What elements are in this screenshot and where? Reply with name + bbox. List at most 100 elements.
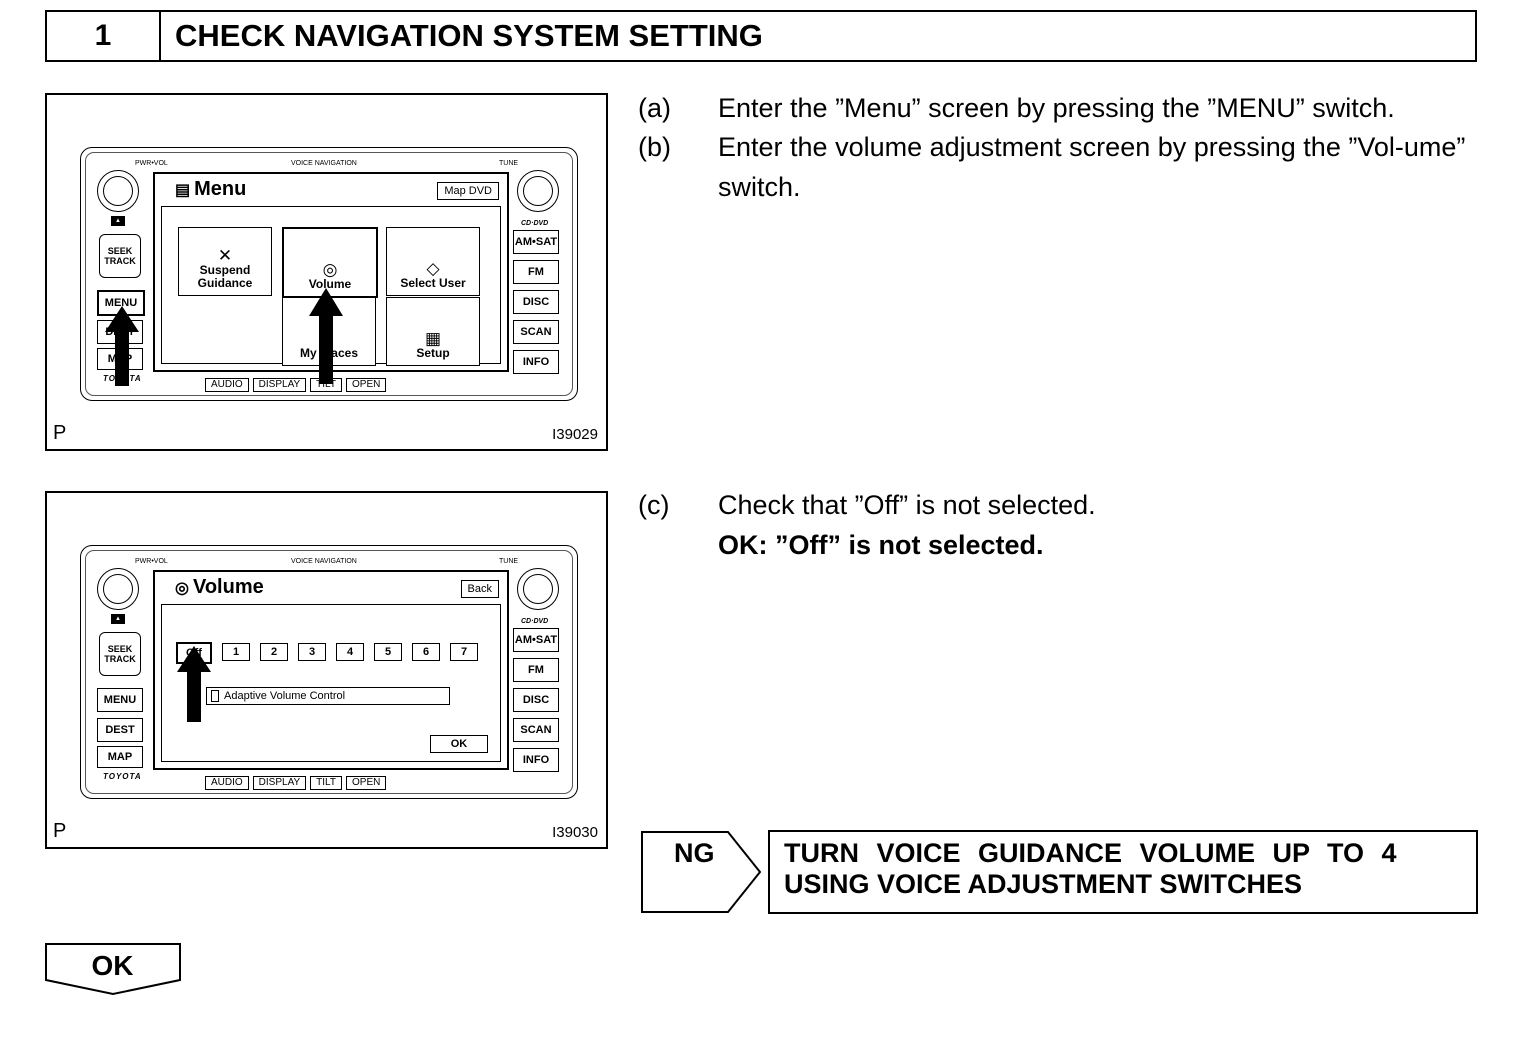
menu-panel: ✕ Suspend Guidance ◎ Volume ◇ Select Use… [161, 206, 501, 366]
figure-p-label: P [53, 820, 67, 842]
bottom-button-bar: AUDIO DISPLAY TILT OPEN [205, 378, 387, 392]
select-user-tile[interactable]: ◇ Select User [386, 227, 480, 296]
checkbox-icon [211, 690, 219, 702]
tile-label: Select User [400, 276, 466, 290]
ng-action-line2: USING VOICE ADJUSTMENT SWITCHES [784, 869, 1303, 899]
tile-label: Volume [308, 277, 352, 291]
toyota-logo: TOYOTA [103, 772, 142, 781]
step-number: 1 [47, 12, 161, 60]
suspend-guidance-tile[interactable]: ✕ Suspend Guidance [178, 227, 272, 296]
figure-menu-screen: PWR•VOL VOICE NAVIGATION TUNE ▲ SEEK TRA… [45, 93, 608, 451]
head-unit: PWR•VOL VOICE NAVIGATION TUNE ▲ SEEK TRA… [80, 545, 578, 799]
fm-button[interactable]: FM [513, 260, 559, 284]
volume-level-3[interactable]: 3 [298, 643, 326, 661]
scan-button[interactable]: SCAN [513, 320, 559, 344]
menu-screen: ▤ Menu Map DVD ✕ Suspend Guidance ◎ Volu… [153, 172, 509, 372]
seek-track-button[interactable]: SEEK TRACK [99, 632, 141, 676]
volume-screen: ◎ Volume Back Off 1 2 3 4 5 6 7 Adaptive… [153, 570, 509, 770]
volume-level-1[interactable]: 1 [222, 643, 250, 661]
seek-track-button[interactable]: SEEK TRACK [99, 234, 141, 278]
step-key: (c) [638, 490, 670, 520]
am-sat-button[interactable]: AM•SAT [513, 628, 559, 652]
arrow-up-icon [177, 646, 211, 722]
power-volume-knob[interactable] [97, 568, 139, 610]
open-button[interactable]: OPEN [346, 378, 387, 392]
step-text: Enter the ”Menu” screen by pressing the … [718, 93, 1395, 123]
figure-p-label: P [53, 422, 67, 444]
ok-criterion: OK: ”Off” is not selected. [718, 530, 1044, 560]
step-c: (c) Check that ”Off” is not selected. OK… [638, 485, 1484, 565]
step-text: Enter the volume adjustment screen by pr… [718, 132, 1466, 202]
setup-tile[interactable]: ▦ Setup [386, 297, 480, 366]
pwr-vol-label: PWR•VOL [135, 558, 168, 565]
open-button[interactable]: OPEN [346, 776, 387, 790]
eject-icon[interactable]: ▲ [111, 216, 125, 226]
screen-title: Volume [192, 576, 264, 598]
info-button[interactable]: INFO [513, 748, 559, 772]
dest-button[interactable]: DEST [97, 718, 143, 742]
map-dvd-button[interactable]: Map DVD [437, 182, 499, 200]
cd-dvd-logo: CD·DVD [521, 618, 549, 625]
volume-level-7[interactable]: 7 [450, 643, 478, 661]
volume-tile[interactable]: ◎ Volume [282, 227, 378, 298]
power-volume-knob[interactable] [97, 170, 139, 212]
disc-button[interactable]: DISC [513, 688, 559, 712]
head-unit: PWR•VOL VOICE NAVIGATION TUNE ▲ SEEK TRA… [80, 147, 578, 401]
scan-button[interactable]: SCAN [513, 718, 559, 742]
tune-label: TUNE [499, 160, 519, 167]
ng-action-line1: TURN VOICE GUIDANCE VOLUME UP TO 4 [784, 838, 1397, 868]
figure-volume-screen: PWR•VOL VOICE NAVIGATION TUNE ▲ SEEK TRA… [45, 491, 608, 849]
volume-level-6[interactable]: 6 [412, 643, 440, 661]
info-button[interactable]: INFO [513, 350, 559, 374]
volume-icon: ◎ [175, 579, 189, 597]
map-voice-button[interactable]: MAP [97, 746, 143, 768]
step-text: Check that ”Off” is not selected. [718, 490, 1096, 520]
display-button[interactable]: DISPLAY [252, 378, 307, 392]
menu-button[interactable]: MENU [97, 688, 143, 712]
adaptive-volume-control-toggle[interactable]: Adaptive Volume Control [206, 687, 450, 705]
ng-label: NG [674, 838, 715, 868]
pwr-vol-label: PWR•VOL [135, 160, 168, 167]
menu-icon: ▤ [175, 181, 191, 199]
tilt-button[interactable]: TILT [310, 776, 342, 790]
step-b: (b) Enter the volume adjustment screen b… [638, 127, 1488, 207]
ng-arrow-box [641, 831, 762, 913]
ng-action-box: TURN VOICE GUIDANCE VOLUME UP TO 4 USING… [768, 830, 1478, 914]
cd-dvd-logo: CD·DVD [521, 220, 549, 227]
audio-button[interactable]: AUDIO [205, 378, 249, 392]
step-key: (a) [638, 93, 671, 123]
step-title: CHECK NAVIGATION SYSTEM SETTING [175, 18, 763, 53]
figure-id: I39029 [552, 426, 598, 443]
eject-icon[interactable]: ▲ [111, 614, 125, 624]
volume-icon: ◎ [322, 260, 338, 279]
step-header: 1 CHECK NAVIGATION SYSTEM SETTING [45, 10, 1477, 62]
disc-button[interactable]: DISC [513, 290, 559, 314]
bottom-button-bar: AUDIO DISPLAY TILT OPEN [205, 776, 387, 790]
ok-arrow-box [45, 943, 181, 996]
screen-title: Menu [194, 178, 247, 200]
audio-button[interactable]: AUDIO [205, 776, 249, 790]
tune-knob[interactable] [517, 568, 559, 610]
back-button[interactable]: Back [460, 580, 499, 598]
ok-label: OK [91, 950, 134, 981]
suspend-guidance-icon: ✕ [217, 246, 233, 265]
figure-id: I39030 [552, 824, 598, 841]
am-sat-button[interactable]: AM•SAT [513, 230, 559, 254]
volume-level-2[interactable]: 2 [260, 643, 288, 661]
step-a: (a) Enter the ”Menu” screen by pressing … [638, 88, 1484, 128]
setup-icon: ▦ [424, 329, 442, 348]
arrow-up-icon [309, 288, 343, 384]
volume-level-5[interactable]: 5 [374, 643, 402, 661]
display-button[interactable]: DISPLAY [252, 776, 307, 790]
tune-knob[interactable] [517, 170, 559, 212]
select-user-icon: ◇ [426, 259, 440, 278]
tile-label: Setup [416, 346, 450, 360]
tile-label: Suspend Guidance [197, 263, 253, 290]
voice-navigation-label: VOICE NAVIGATION [291, 160, 357, 167]
volume-panel: Off 1 2 3 4 5 6 7 Adaptive Volume Contro… [161, 604, 501, 762]
volume-level-4[interactable]: 4 [336, 643, 364, 661]
ok-button[interactable]: OK [430, 735, 488, 753]
arrow-up-icon [105, 306, 139, 386]
step-key: (b) [638, 132, 671, 162]
fm-button[interactable]: FM [513, 658, 559, 682]
